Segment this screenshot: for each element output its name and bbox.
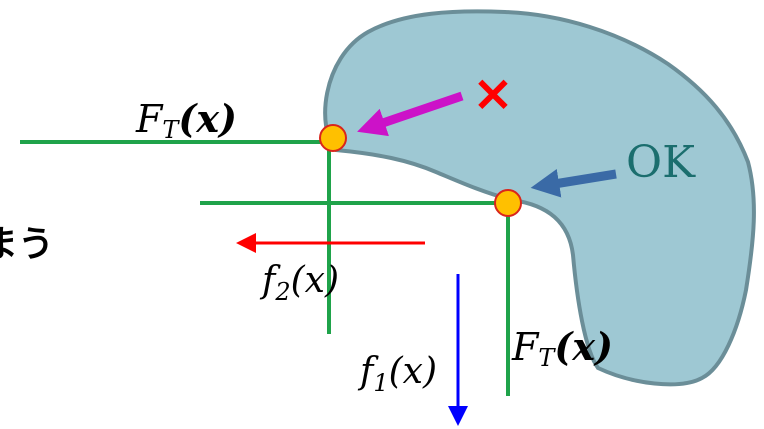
good-point-arrow [530, 169, 617, 198]
f2-direction-arrow [236, 233, 425, 253]
ft-label-top: FT(x) [135, 96, 237, 144]
f2-label: f2(x) [259, 260, 339, 306]
f1-direction-arrow [448, 274, 468, 426]
feasible-region [323, 9, 756, 387]
dominated-point [319, 124, 347, 152]
pareto-optimal-point [494, 189, 522, 217]
cross-mark: × [472, 64, 514, 122]
bad-point-arrow [357, 91, 464, 137]
partial-text: まう [0, 224, 54, 265]
f1-label: f1(x) [357, 351, 437, 397]
ok-label: OK [626, 137, 696, 188]
ft-label-bottom: FT(x) [511, 324, 613, 372]
